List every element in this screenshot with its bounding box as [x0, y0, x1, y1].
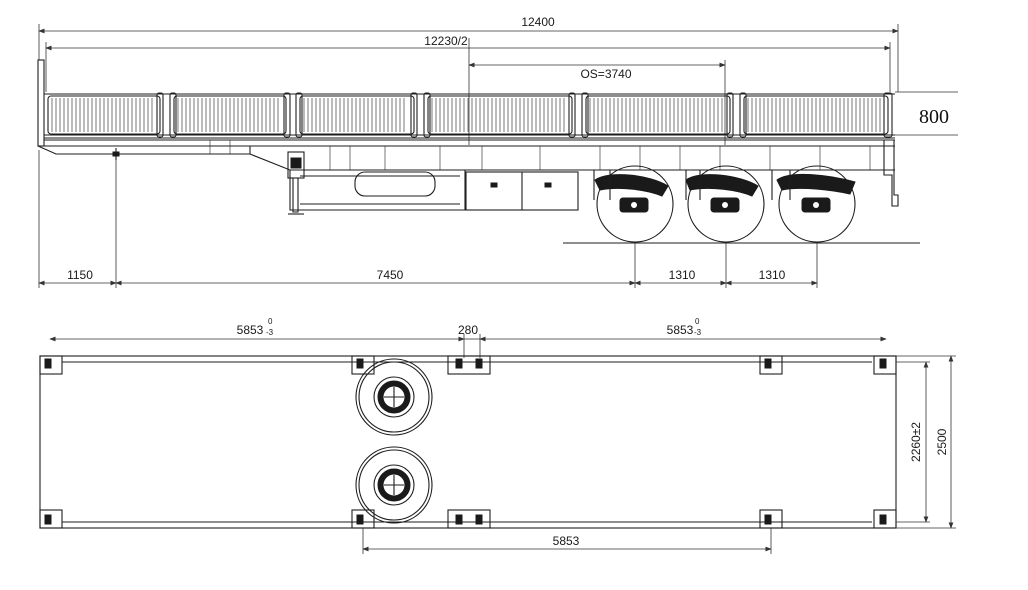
- dim-twistlock-row: 5853 0 -3 280 5853 0 -3: [49, 317, 887, 358]
- dim-axle-offset-label: OS=3740: [580, 67, 631, 81]
- dim-axle-offset: OS=3740: [468, 38, 726, 145]
- dim-overall-length-label: 12400: [521, 15, 555, 29]
- side-view: 12400 12230/2 OS=3740 800: [37, 15, 958, 288]
- dim-twistlock-left-tol-upper: 0: [268, 317, 273, 326]
- dim-front-overhang-label: 1150: [67, 268, 93, 282]
- dim-twistlock-center-label: 280: [458, 323, 478, 337]
- top-view: 5853 0 -3 280 5853 0 -3: [39, 317, 956, 554]
- dim-half-kingpin-label: 12230/2: [424, 34, 468, 48]
- dim-inner-width-label: 2260±2: [909, 422, 923, 462]
- chassis-frame: [37, 139, 899, 215]
- spare-wheels: [355, 358, 433, 524]
- dim-axle-spacing-2-label: 1310: [759, 268, 786, 282]
- dim-twistlock-left-label: 5853: [237, 323, 264, 337]
- dim-twistlock-right-label: 5853: [667, 323, 694, 337]
- dim-twistlock-right-tol-lower: -3: [694, 328, 702, 337]
- dim-bottom-row: 1150 7450 1310 1310: [38, 150, 818, 288]
- dim-twistlock-right-tol-upper: 0: [695, 317, 700, 326]
- dim-overall-width-label: 2500: [935, 428, 949, 455]
- axle-wheels: [593, 165, 856, 243]
- side-panels: [44, 92, 895, 139]
- front-post: [37, 59, 45, 147]
- twistlocks: [39, 355, 897, 529]
- deck-outline: [39, 355, 897, 529]
- dim-twistlock-left-tol-lower: -3: [266, 328, 274, 337]
- dim-half-kingpin: 12230/2: [45, 34, 891, 92]
- dim-width: 2260±2 2500: [896, 355, 956, 529]
- dim-side-panel-height-label: 800: [919, 106, 949, 128]
- dim-bottom-spacing: 5853: [362, 528, 772, 554]
- dim-side-panel-height: 800: [895, 91, 958, 136]
- dim-overall-length: 12400: [38, 15, 899, 92]
- dim-kingpin-to-axle-label: 7450: [377, 268, 404, 282]
- dim-bottom-spacing-label: 5853: [553, 534, 580, 548]
- dim-axle-spacing-1-label: 1310: [669, 268, 696, 282]
